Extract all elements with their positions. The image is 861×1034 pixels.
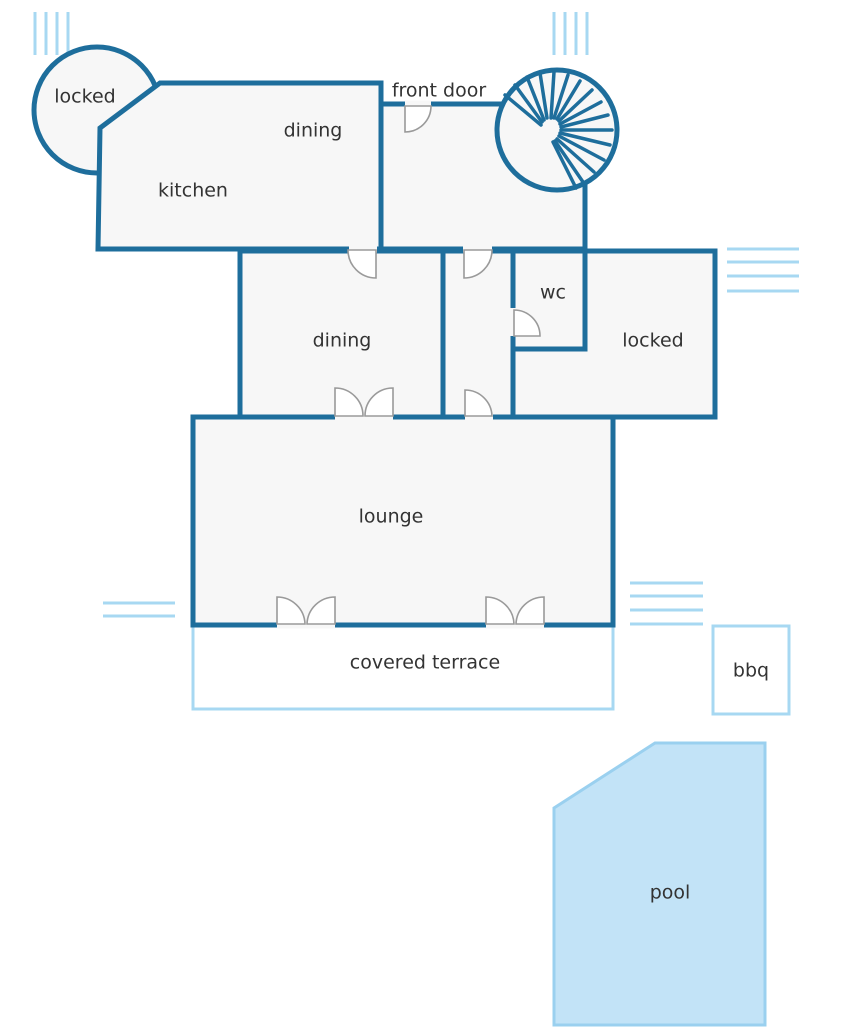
window-hatch-lower-right xyxy=(630,581,703,626)
room-label-lounge: lounge xyxy=(359,506,424,528)
corridor-lounge-door xyxy=(464,389,493,421)
label-front-door: front door xyxy=(392,80,487,102)
dining-lounge-double-door xyxy=(334,387,394,421)
lounge-room xyxy=(190,414,616,628)
room-label-dining-upper: dining xyxy=(284,120,343,142)
area-label-pool: pool xyxy=(650,882,691,904)
dining-room xyxy=(237,248,446,420)
corridor xyxy=(440,248,516,420)
spiral-stair-steps xyxy=(503,70,614,190)
room-label-locked-room: locked xyxy=(622,330,683,352)
room-label-locked-tower: locked xyxy=(54,86,115,108)
room-label-wc: wc xyxy=(540,282,566,304)
kitchen-dining-door xyxy=(347,245,377,279)
window-hatch-top-left xyxy=(33,12,70,55)
room-label-kitchen: kitchen xyxy=(158,180,228,202)
area-label-covered-terrace: covered terrace xyxy=(350,652,500,674)
window-hatch-left xyxy=(103,601,175,618)
bbq-area xyxy=(711,624,791,716)
window-hatch-top-right xyxy=(552,12,589,55)
lounge-terrace-door-right xyxy=(485,596,545,629)
kitchen-dining-room xyxy=(95,80,384,252)
hall-corridor-door xyxy=(463,245,493,279)
area-label-bbq: bbq xyxy=(733,660,769,682)
room-label-dining-lower: dining xyxy=(313,330,372,352)
wc-door xyxy=(509,308,541,337)
lounge-terrace-door-left xyxy=(276,596,336,629)
front-door xyxy=(404,100,432,133)
pool-area xyxy=(552,741,767,1027)
window-hatch-right xyxy=(727,247,799,293)
